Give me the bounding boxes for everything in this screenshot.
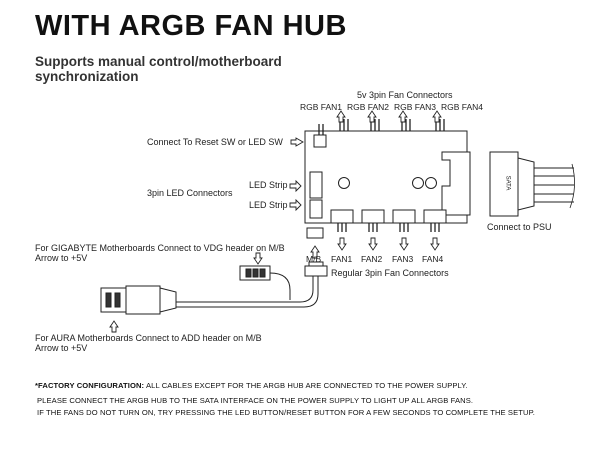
subtitle-line-1: Supports manual control/motherboard <box>35 54 282 69</box>
psu-cable <box>534 167 574 203</box>
rgb-fan2-label: RGB FAN2 <box>347 102 390 112</box>
hub-psu-port <box>441 151 471 216</box>
mb-header <box>306 227 324 239</box>
fan4-label: FAN4 <box>422 254 444 264</box>
fan-header-4 <box>423 209 447 224</box>
reset-sw-label: Connect To Reset SW or LED SW <box>147 137 283 147</box>
regular-fan-label: Regular 3pin Fan Connectors <box>331 268 449 278</box>
sata-label: SATA <box>504 175 511 191</box>
rgb-fan3-label: RGB FAN3 <box>394 102 437 112</box>
hub-hole-right-1 <box>412 177 424 189</box>
page-subtitle: Supports manual control/motherboard sync… <box>35 54 282 84</box>
rgb-fan4-label: RGB FAN4 <box>441 102 484 112</box>
hub-hole-right-2 <box>425 177 437 189</box>
factory-note-line3: IF THE FANS DO NOT TURN ON, TRY PRESSING… <box>37 408 535 417</box>
mb-plug <box>304 261 328 277</box>
page-title: WITH ARGB FAN HUB <box>35 10 347 42</box>
factory-note-text: ALL CABLES EXCEPT FOR THE ARGB HUB ARE C… <box>144 381 468 390</box>
led-strip-label-1: LED Strip <box>249 180 288 190</box>
fan1-label: FAN1 <box>331 254 353 264</box>
hub-body <box>304 130 468 224</box>
fan3-label: FAN3 <box>392 254 414 264</box>
gigabyte-connector <box>239 265 271 281</box>
fan-pins <box>337 223 440 232</box>
led-strip-header-2 <box>309 199 323 219</box>
rgb-fan1-label: RGB FAN1 <box>300 102 343 112</box>
factory-note-line2: PLEASE CONNECT THE ARGB HUB TO THE SATA … <box>37 396 474 405</box>
sata-connector <box>489 151 535 217</box>
mb-label: M/B <box>306 254 322 264</box>
reset-sw-header <box>313 134 327 148</box>
fan-5v-group-label: 5v 3pin Fan Connectors <box>357 90 453 100</box>
fan2-label: FAN2 <box>361 254 383 264</box>
led-connectors-label: 3pin LED Connectors <box>147 188 233 198</box>
connect-psu-label: Connect to PSU <box>487 222 552 232</box>
aura-connector <box>100 285 177 315</box>
gigabyte-label-line1: For GIGABYTE Motherboards Connect to VDG… <box>35 243 285 253</box>
fan-header-2 <box>361 209 385 224</box>
led-strip-header-1 <box>309 171 323 199</box>
aura-label-line1: For AURA Motherboards Connect to ADD hea… <box>35 333 262 343</box>
mb-cable <box>175 270 319 308</box>
fan-header-3 <box>392 209 416 224</box>
fan-header-1 <box>330 209 354 224</box>
subtitle-line-2: synchronization <box>35 69 139 84</box>
aura-label-line2: Arrow to +5V <box>35 343 88 353</box>
gigabyte-label-line2: Arrow to +5V <box>35 253 88 263</box>
led-strip-label-2: LED Strip <box>249 200 288 210</box>
hub-hole-left <box>338 177 350 189</box>
factory-note-heading: *FACTORY CONFIGURATION: <box>35 381 145 390</box>
arrows <box>109 110 442 333</box>
factory-note-line1: *FACTORY CONFIGURATION: ALL CABLES EXCEP… <box>35 381 468 390</box>
